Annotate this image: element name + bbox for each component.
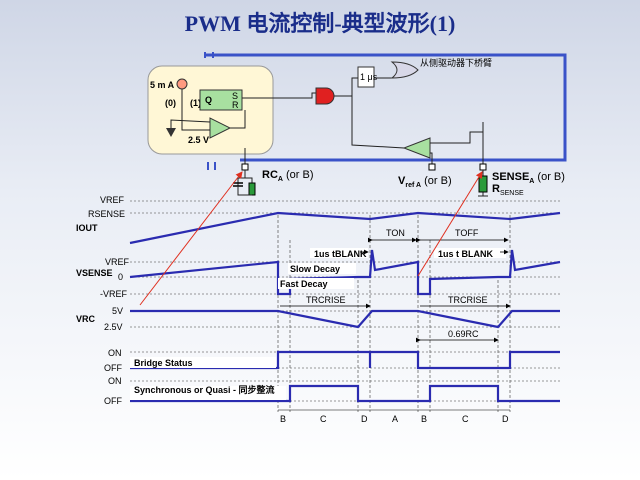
- phase-labels: B C D A B C D: [278, 409, 510, 424]
- blank2-label: 1us t BLANK: [438, 249, 494, 259]
- waveform-labels: VREF RSENSE IOUT VREF VSENSE 0 -VREF VRC…: [76, 195, 130, 406]
- vrc-wave: [130, 309, 560, 329]
- svg-text:Vref A (or B): Vref A (or B): [398, 175, 452, 189]
- zener-diode-icon: [166, 128, 176, 137]
- and-gate-icon: [315, 87, 335, 105]
- vsense-vref-label: VREF: [105, 257, 130, 267]
- slow-decay-label: Slow Decay: [290, 264, 340, 274]
- iout-vref-label: VREF: [100, 195, 125, 205]
- vrc-5v-label: 5V: [112, 306, 123, 316]
- circuit-schematic: 5 m A (0) (1) Q S R 2.5 V 1 μs 从侧驱动器下桥臂: [147, 52, 567, 197]
- vref-pin-suffix: (or B): [421, 175, 452, 187]
- label-0: (0): [165, 98, 176, 108]
- svg-text:SENSEA (or B): SENSEA (or B): [492, 171, 565, 185]
- iout-rsense-label: RSENSE: [88, 209, 125, 219]
- rc-pin-suffix: (or B): [283, 169, 314, 181]
- sense-pin-label: SENSE: [492, 171, 529, 183]
- sync-status-wave: [130, 384, 560, 403]
- sense-comparator-icon: [402, 137, 431, 159]
- rc-time-label: 0.69RC: [448, 329, 479, 339]
- page-title: PWM 电流控制-典型波形(1): [184, 11, 456, 36]
- ref-voltage-label: 2.5 V: [188, 135, 209, 145]
- ff-q-label: Q: [205, 95, 212, 105]
- circuit-frame: [205, 53, 567, 162]
- rc-pin: [241, 163, 249, 171]
- iout-label: IOUT: [76, 223, 98, 233]
- rsense-sub: SENSE: [500, 190, 524, 197]
- vsense-label: VSENSE: [76, 268, 113, 278]
- blank1-label: 1us tBLANK: [314, 249, 367, 259]
- vsense-zero-label: 0: [118, 272, 123, 282]
- phase-label: B: [421, 414, 427, 424]
- svg-text:RCA (or B): RCA (or B): [262, 169, 314, 183]
- timer-label: 1 μs: [360, 72, 378, 82]
- phase-label: D: [361, 414, 368, 424]
- phase-label: B: [280, 414, 286, 424]
- ton-label: TON: [386, 228, 405, 238]
- vref-pin: [428, 163, 436, 171]
- phase-label: D: [502, 414, 509, 424]
- ff-s-label: S: [232, 91, 238, 101]
- off2-label: OFF: [104, 396, 122, 406]
- annotation-arrows: [139, 171, 483, 306]
- vrc-label: VRC: [76, 314, 96, 324]
- rsense-label: R: [492, 183, 500, 195]
- fast-decay-label: Fast Decay: [280, 279, 328, 289]
- waveforms: [129, 211, 561, 403]
- phase-label: C: [462, 414, 469, 424]
- vrc-25v-label: 2.5V: [104, 322, 123, 332]
- ff-r-label: R: [232, 100, 239, 110]
- sense-pin-sub: A: [529, 178, 534, 185]
- label-1: (1): [190, 98, 201, 108]
- vsense-wave: [129, 249, 561, 296]
- rsense-resistor-icon: [478, 175, 488, 193]
- trcrise2-label: TRCRISE: [448, 295, 488, 305]
- current-source-label: 5 m A: [150, 80, 175, 90]
- chip-comparator-icon: [209, 117, 232, 139]
- vref-pin-sub: ref A: [405, 182, 421, 189]
- rc-pin-sub: A: [278, 176, 283, 183]
- reference-lines: [130, 200, 560, 412]
- rc-pin-label: RC: [262, 169, 278, 181]
- sense-pin-suffix: (or B): [534, 171, 565, 183]
- trcrise1-label: TRCRISE: [306, 295, 346, 305]
- timer-block: [357, 66, 375, 88]
- resistor-rc-icon: [248, 182, 256, 196]
- vref-pin-label: V: [398, 175, 406, 187]
- vsense-neg-label: -VREF: [100, 289, 128, 299]
- phase-label: C: [320, 414, 327, 424]
- or-gate-icon: [390, 61, 419, 79]
- off1-label: OFF: [104, 363, 122, 373]
- current-source-icon: [176, 78, 188, 90]
- sense-pin: [479, 163, 487, 171]
- sync-status-label: Synchronous or Quasi - 同步整流: [134, 384, 275, 395]
- toff-label: TOFF: [455, 228, 479, 238]
- on2-label: ON: [108, 376, 122, 386]
- bridge-status-wave: [130, 350, 560, 370]
- iout-wave: [129, 211, 561, 245]
- phase-label: A: [392, 414, 398, 424]
- svg-text:RSENSE: RSENSE: [492, 183, 524, 197]
- on1-label: ON: [108, 348, 122, 358]
- waveform-annotations: Slow Decay Fast Decay Bridge Status Sync…: [134, 228, 511, 395]
- bridge-status-label: Bridge Status: [134, 358, 193, 368]
- bridge-note-label: 从侧驱动器下桥臂: [420, 57, 492, 68]
